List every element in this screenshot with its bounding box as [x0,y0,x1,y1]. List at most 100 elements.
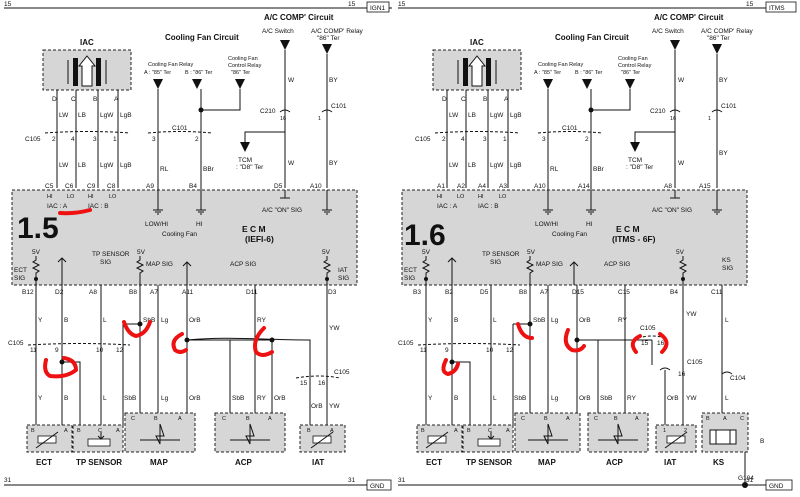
wire-b-lower: B [64,395,68,402]
wire-y-lower: Y [38,395,43,402]
ac-on-stub [670,190,680,199]
iac-wire-lgw-lower: LgW [100,162,114,169]
handwritten-circle-map [122,320,152,338]
g104-label: G104 [738,475,754,482]
relay-a-terminal [153,79,163,89]
acp-pin-c: C [222,416,226,422]
iat-pullup-resistor [678,256,688,285]
iac-conn-pin: 2 [52,136,56,143]
ac-relay-terminal [712,44,722,54]
ac-wire-by: BY [329,77,338,84]
iat-pin-b: B [307,428,311,434]
ac-wire-by-lower: BY [329,160,338,167]
c101-ac-connector [711,109,723,113]
ks-sig-label2: SIG [722,265,733,272]
page-number-left: 15 [4,1,12,8]
splice-dot [198,107,204,113]
splice-dot [527,321,533,327]
map-pin-b: B [154,416,158,422]
acp-pin-c: C [594,416,598,422]
c105-pin-16: 16 [678,371,686,378]
ecm-model: (IEFI-6) [245,234,274,244]
tcm-terminal [240,142,250,152]
c104-label: C104 [730,375,746,382]
five-v-label: 5V [322,249,331,256]
ecm-pin-a10: A10 [310,183,322,190]
wire-lg-lower: Lg [551,395,559,402]
map-sensor: C B A [124,412,196,453]
c105-16-connector [659,367,671,371]
ecm-pin-c8: C8 [107,183,116,190]
wire-ry-lower: RY [627,395,637,402]
ect-sig-label2: SIG [14,275,25,282]
map-pin-a: A [178,416,182,422]
ac-on-stub [280,190,290,199]
rail-tag-ign1: IGN1 [370,5,386,12]
wire-b: B [454,317,458,324]
sensor-wires [425,285,723,425]
tp-sensor: B C A [462,424,514,453]
iat-sensor: B A [299,424,346,453]
iac-wire-lb: LB [78,112,86,119]
map-ground-ref [569,261,579,285]
five-v-label: 5V [137,249,146,256]
handwritten-circle-orb [171,332,188,354]
iac-wire-lgw: LgW [490,112,504,119]
iac-conn-pin: 1 [113,136,117,143]
tp-sig-label: TP SENSOR [482,251,520,258]
ecm-pin-a4: A4 [478,183,486,190]
ecm-pin-a7: A7 [540,289,548,296]
tp-sig-label2: SIG [100,259,111,266]
bottom-rail: 31 31 GND 31 31 GND [4,477,793,491]
five-v-label: 5V [422,249,431,256]
ks-pin-c: C [740,416,744,422]
wire-ry: RY [618,317,628,324]
ecm-pin-b12: B12 [22,289,34,296]
acp-pin-a: A [268,416,272,422]
c105-pin-12: 12 [506,347,514,354]
ecm-pin-a11: A11 [182,289,193,296]
ecm-pin-d2: D2 [55,289,64,296]
c105-pin-12: 12 [116,347,124,354]
ks-ground-wire-b: B [760,438,764,445]
handwritten-version-1-6: 1.6 [404,219,446,252]
tp-sensor-label: TP SENSOR [466,458,512,467]
ac-wire-w: W [288,77,295,84]
splice-dot [269,337,275,343]
tcm-ter: : "D8" Ter [236,164,264,171]
ecm-pin-d15: D15 [572,289,584,296]
ac-wires [284,50,328,188]
cf-lowhi: LOW/HI [535,221,558,228]
acp-sig-label: ACP SIG [230,261,256,268]
ecm-pin-b8: B8 [519,289,527,296]
iac-conn-pin: 2 [442,136,446,143]
ect-label: ECT [426,458,442,467]
splice-dot [588,107,594,113]
ac-switch-terminal [670,40,680,50]
ecm-pin-a15: A15 [699,183,711,190]
page-number-mid-left: 15 [348,1,356,8]
wire-rl: RL [160,166,169,173]
ac-switch-label: A/C Switch [262,28,294,35]
map-pin-b: B [544,416,548,422]
wire-l-ks-lower: L [725,395,729,402]
cf-label: Cooling Fan [552,231,587,238]
ac-relay-label: A/C COMP' Relay [701,28,754,35]
iac-pin-b: B [93,96,97,103]
rail-tag-gnd-right: GND [769,483,784,490]
map-label: MAP [150,458,168,467]
iac-pin-a: A [504,96,509,103]
relay-a-ter: A : "85" Ter [144,70,171,76]
wire-sbb-acp: SbB [600,395,612,402]
handwritten-mark-map [516,322,534,340]
iat-node [325,277,329,281]
c105-pin-10: 10 [96,347,104,354]
iac-pin-c: C [461,96,466,103]
ac-wire-w: W [678,77,685,84]
iac-level: HI [478,194,484,200]
ac-relay-label: A/C COMP' Relay [311,28,364,35]
iac-motor-symbol [67,55,107,87]
ecm-pin-d5: D5 [274,183,283,190]
iat-node [681,277,685,281]
ac-wire-w-lower: W [678,160,685,167]
